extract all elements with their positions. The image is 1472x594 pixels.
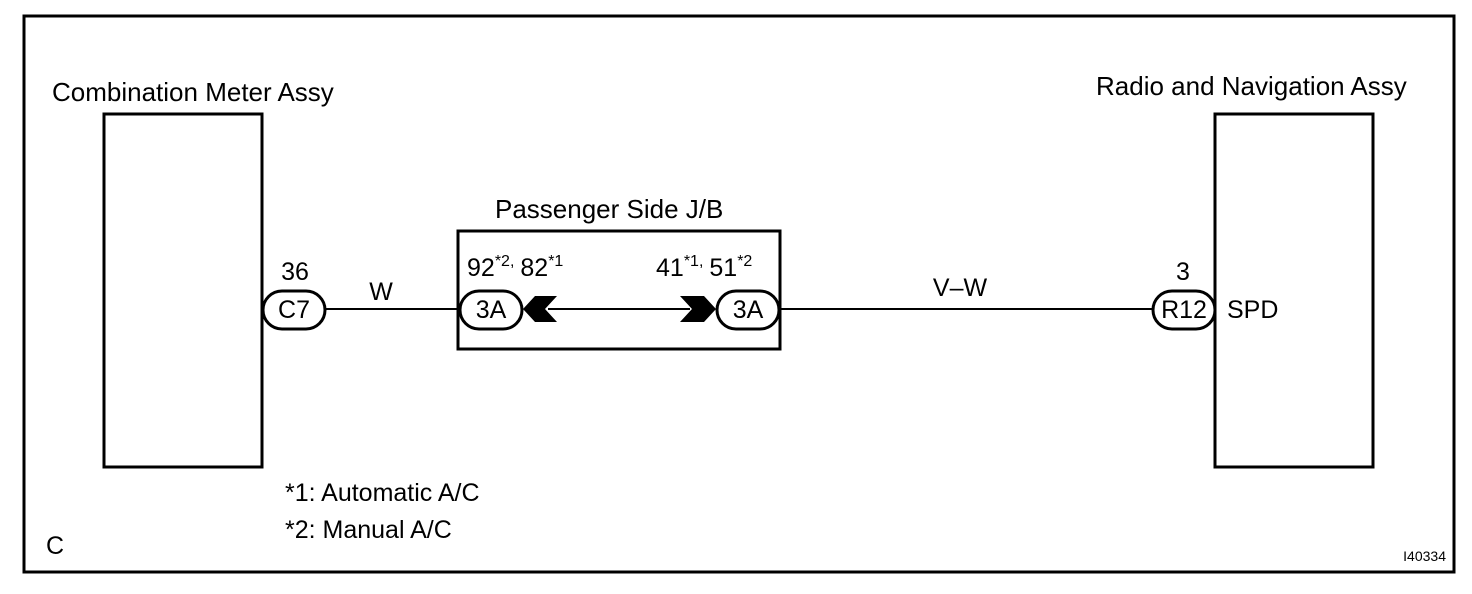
figure-id: I40334 bbox=[1403, 548, 1446, 564]
jb-right-pin-a: 41 bbox=[656, 254, 684, 282]
combination-meter-box bbox=[102, 112, 264, 469]
junction-block-label: Passenger Side J/B bbox=[495, 194, 723, 224]
junction-block-box bbox=[456, 229, 782, 351]
signal-spd-label: SPD bbox=[1227, 296, 1278, 324]
jb-right-pin-b-note: *2 bbox=[737, 253, 752, 270]
connector-3a-right bbox=[715, 289, 781, 331]
connector-r12-pin: 3 bbox=[1176, 258, 1190, 286]
arrow-left-icon bbox=[523, 296, 557, 322]
diagram-frame bbox=[22, 14, 1456, 574]
note-1: *1: Automatic A/C bbox=[285, 479, 480, 507]
combination-meter-label: Combination Meter Assy bbox=[52, 77, 334, 107]
connector-r12 bbox=[1151, 289, 1217, 331]
arrow-right-icon bbox=[680, 296, 716, 322]
connector-3a-left-code: 3A bbox=[476, 296, 507, 324]
wire-left-color: W bbox=[369, 278, 393, 306]
jb-right-pin-b: 51 bbox=[709, 254, 737, 282]
connector-c7-code: C7 bbox=[278, 296, 310, 324]
jb-right-pin-a-note: *1, bbox=[684, 253, 704, 270]
wire-right-color: V–W bbox=[933, 274, 988, 302]
jb-right-pins: 41*1, 51*2 bbox=[656, 253, 752, 282]
radio-navigation-box bbox=[1213, 112, 1375, 469]
connector-c7 bbox=[261, 289, 327, 331]
jb-left-pin-b: 82 bbox=[520, 254, 548, 282]
jb-left-pins: 92*2, 82*1 bbox=[467, 253, 563, 282]
connector-3a-right-code: 3A bbox=[733, 296, 764, 324]
connector-3a-left bbox=[458, 289, 524, 331]
corner-letter: C bbox=[46, 532, 64, 560]
connector-r12-code: R12 bbox=[1161, 296, 1207, 324]
connector-c7-pin: 36 bbox=[281, 258, 309, 286]
note-2: *2: Manual A/C bbox=[285, 516, 452, 544]
jb-left-pin-a-note: *2, bbox=[495, 253, 515, 270]
jb-left-pin-a: 92 bbox=[467, 254, 495, 282]
radio-navigation-label: Radio and Navigation Assy bbox=[1096, 71, 1407, 101]
jb-left-pin-b-note: *1 bbox=[548, 253, 563, 270]
